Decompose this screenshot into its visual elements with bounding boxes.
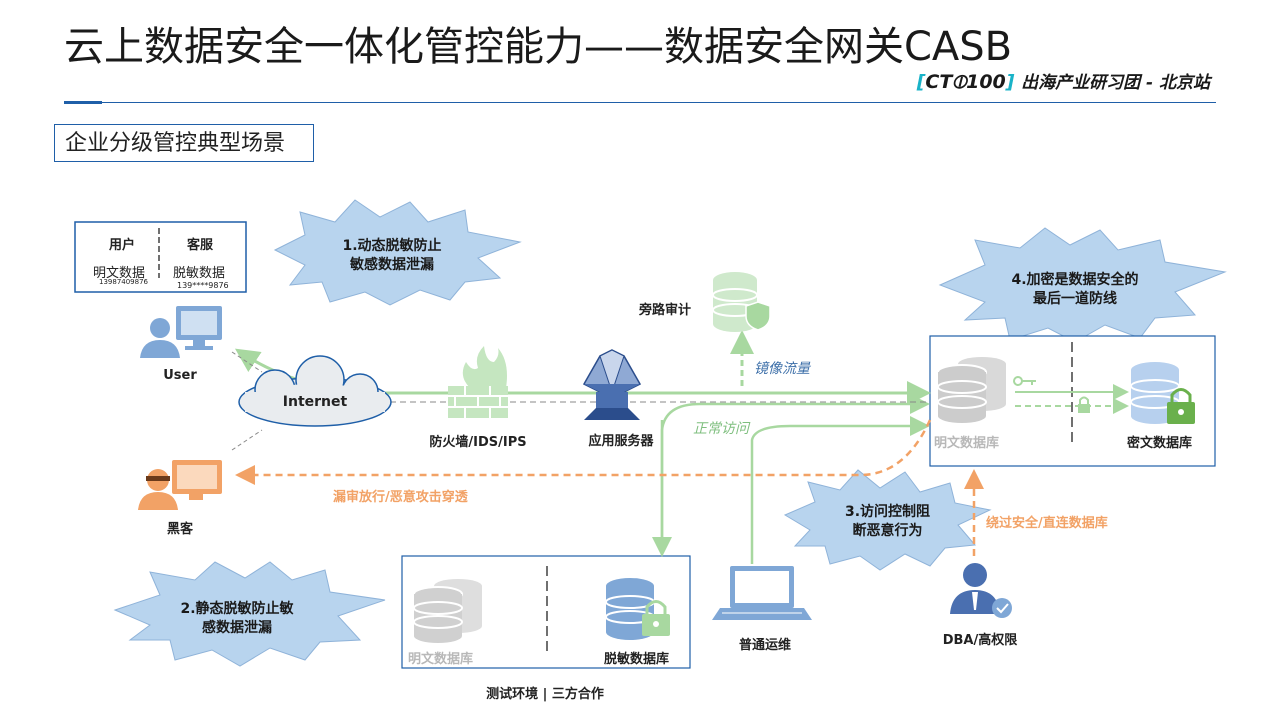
star-4-text: 4.加密是数据安全的最后一道防线	[1011, 272, 1139, 307]
plain-db-label: 明文数据库	[934, 436, 1000, 451]
table-header-user: 用户	[108, 238, 135, 253]
hacker-label: 黑客	[166, 522, 193, 537]
brand-logo-number: 100	[966, 71, 1006, 93]
dba-icon	[950, 563, 1012, 618]
brand-bracket-open: [	[916, 71, 926, 93]
starburst-4	[938, 227, 1227, 343]
cloud-icon	[238, 355, 392, 427]
audit-label: 旁路审计	[638, 303, 691, 318]
starburst-2	[113, 561, 386, 667]
table-header-service: 客服	[186, 238, 213, 253]
leak-label: 漏审放行/恶意攻击穿透	[333, 490, 468, 505]
app-server-icon	[582, 349, 642, 420]
brand-logo: [CT⦶100] 出海产业研习团 - 北京站	[917, 68, 1210, 93]
small-lock-icon	[1078, 396, 1090, 413]
header-divider-accent	[64, 101, 102, 104]
brand-bracket-close: ]	[1005, 71, 1015, 93]
flow-ops-access	[750, 416, 930, 564]
brand-tagline: 出海产业研习团 - 北京站	[1021, 73, 1210, 93]
laptop-icon	[712, 566, 812, 620]
page-title: 云上数据安全一体化管控能力——数据安全网关CASB	[64, 24, 1013, 70]
masked-database-icon	[605, 578, 670, 640]
brand-logo-text: CT	[925, 71, 953, 93]
table-value-plain: 13987409876	[99, 278, 148, 286]
starburst-1	[273, 199, 522, 306]
test-plain-db-label: 明文数据库	[408, 652, 474, 667]
key-icon	[1013, 376, 1036, 386]
plain-database-icon	[937, 357, 1006, 423]
user-label: User	[163, 368, 197, 383]
star-1-text: 1.动态脱敏防止敏感数据泄漏	[342, 238, 442, 273]
masked-db-label: 脱敏数据库	[604, 652, 670, 667]
user-icon	[140, 306, 222, 358]
table-label-masked: 脱敏数据	[173, 266, 226, 281]
starburst-3	[783, 469, 992, 571]
star-2-text: 2.静态脱敏防止敏感数据泄漏	[180, 601, 294, 636]
star-3-text: 3.访问控制阻断恶意行为	[844, 504, 931, 539]
firewall-label: 防火墙/IDS/IPS	[429, 435, 527, 450]
app-server-label: 应用服务器	[588, 434, 654, 449]
header-divider	[64, 102, 1216, 103]
masking-table	[74, 221, 247, 293]
cipher-db-label: 密文数据库	[1127, 436, 1193, 451]
table-value-masked: 139****9876	[177, 281, 229, 290]
cipher-database-icon	[1130, 362, 1195, 424]
audit-database-icon	[712, 272, 771, 332]
scenario-label: 企业分级管控典型场景	[54, 124, 314, 162]
table-label-plain: 明文数据	[93, 266, 146, 281]
test-plain-database-icon	[413, 579, 482, 643]
ops-label: 普通运维	[738, 638, 791, 653]
link-user-internet	[231, 351, 263, 373]
normal-access-label: 正常访问	[693, 421, 749, 437]
link-hacker-internet	[231, 429, 263, 451]
bypass-label: 绕过安全/直连数据库	[986, 516, 1108, 531]
mirror-label: 镜像流量	[754, 361, 810, 377]
internet-label: Internet	[282, 394, 348, 410]
test-env-label: 测试环境 | 三方合作	[486, 687, 604, 702]
hacker-icon	[138, 460, 222, 510]
flow-attack	[235, 419, 932, 485]
brand-logo-mark: ⦶	[952, 71, 967, 93]
firewall-icon	[448, 346, 508, 418]
dba-label: DBA/高权限	[942, 633, 1018, 648]
